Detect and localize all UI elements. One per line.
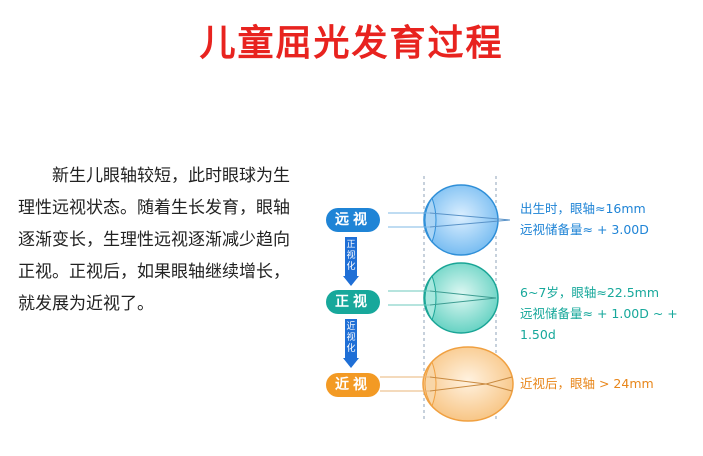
arrow-label: 近视化 [345,319,357,358]
info-line: 远视储备量≈ + 1.00D ~ + 1.50d [520,306,678,342]
arrow-head-icon [343,358,359,368]
eye-hyperopia [388,184,511,256]
info-line: 近视后，眼轴 > 24mm [520,376,654,391]
info-hyperopia: 出生时，眼轴≈16mm 远视储备量≈ + 3.00D [520,198,649,240]
description-text: 新生儿眼轴较短，此时眼球为生理性远视状态。随着生长发育，眼轴逐渐变长，生理性远视… [18,166,290,314]
info-emmetropia: 6~7岁，眼轴≈22.5mm 远视储备量≈ + 1.00D ~ + 1.50d [520,282,703,345]
stage-label-hyperopia: 远视 [326,208,380,232]
arrow-head-icon [343,276,359,286]
stage-label-myopia: 近视 [326,373,380,397]
info-myopia: 近视后，眼轴 > 24mm [520,373,654,394]
arrow-label: 正视化 [345,237,357,276]
info-line: 出生时，眼轴≈16mm [520,201,646,216]
info-line: 6~7岁，眼轴≈22.5mm [520,285,660,300]
eye-myopia [380,346,514,422]
page-title: 儿童屈光发育过程 [199,23,504,64]
info-line: 远视储备量≈ + 3.00D [520,222,649,237]
eye-emmetropia [388,262,499,334]
down-arrow-myopization: 近视化 [343,319,359,368]
stage-label-emmetropia: 正视 [326,290,380,314]
down-arrow-emmetropization: 正视化 [343,237,359,286]
